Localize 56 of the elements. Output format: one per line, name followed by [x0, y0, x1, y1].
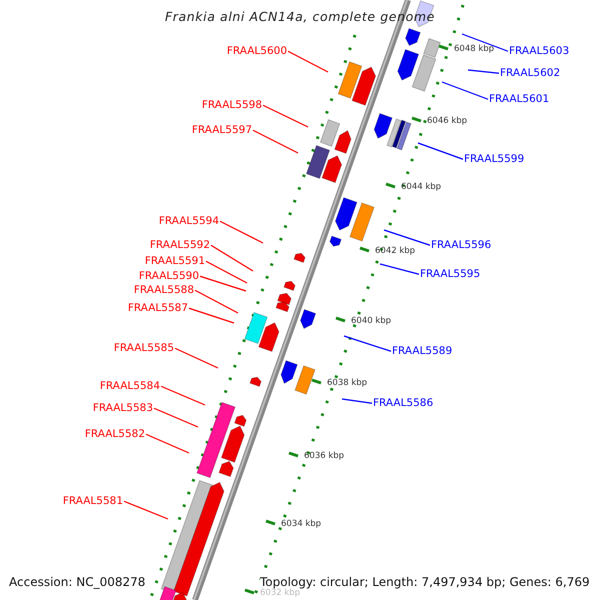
gene-label: FRAAL5591: [144, 256, 205, 266]
leader-line: [146, 434, 190, 454]
leader-line: [206, 260, 248, 284]
gene-label: FRAAL5600: [226, 46, 287, 56]
leader-line: [194, 290, 238, 314]
gene-label: FRAAL5588: [134, 285, 194, 296]
gene-label: FRAAL5603: [509, 46, 570, 56]
scale-label: 6036 kbp: [304, 452, 344, 460]
leader-line: [342, 398, 372, 404]
gene-label: FRAAL5592: [150, 240, 210, 250]
leader-line: [384, 229, 430, 246]
gene-label: FRAAL5590: [138, 271, 199, 282]
leader-line: [252, 130, 298, 154]
leader-line: [418, 142, 464, 160]
gene-label: FRAAL5584: [100, 381, 160, 392]
leader-line: [462, 33, 508, 52]
leader-line: [124, 500, 168, 520]
gene-label: FRAAL5582: [84, 429, 145, 440]
gene-label: FRAAL5585: [114, 343, 174, 354]
leader-line: [288, 50, 328, 73]
leader-line: [442, 81, 488, 100]
scale-label: 6042 kbp: [375, 247, 416, 256]
gene-label: FRAAL5602: [500, 68, 560, 78]
gene-label: FRAAL5581: [62, 496, 123, 506]
info-text: Topology: circular; Length: 7,497,934 bp; Genes: 6,769: [260, 576, 590, 588]
scale-label: 6048 kbp: [454, 45, 494, 54]
leader-line: [380, 263, 420, 275]
gene-label: FRAAL5587: [128, 303, 188, 314]
leader-line: [200, 276, 246, 292]
leader-line: [262, 104, 308, 128]
leader-line: [220, 220, 264, 244]
scale-label: 6040 kbp: [351, 317, 392, 326]
gene-label: FRAAL5597: [192, 125, 252, 136]
scale-label: 6034 kbp: [281, 520, 322, 528]
leader-line: [344, 335, 392, 352]
info-text: Accession: NC_008278: [9, 576, 146, 588]
leader-line: [188, 308, 234, 324]
scale-label: 6046 kbp: [427, 117, 468, 126]
leader-line: [174, 348, 218, 369]
leader-line: [160, 386, 206, 406]
gene-label: FRAAL5594: [158, 216, 219, 226]
gene-label: FRAAL5583: [92, 403, 153, 414]
leader-line: [210, 244, 254, 272]
scale-label: 6044 kbp: [401, 183, 442, 192]
gene-label: FRAAL5598: [202, 100, 262, 110]
leader-line: [468, 69, 500, 74]
diagram-title: Frankia alni ACN14a, complete genome: [165, 11, 435, 24]
gene-label: FRAAL5589: [392, 346, 452, 356]
scale-label: 6032 kbp: [260, 589, 300, 598]
leader-line: [154, 408, 198, 428]
gene-label: FRAAL5599: [464, 154, 524, 164]
gene-label: FRAAL5601: [489, 94, 550, 104]
gene-label: FRAAL5586: [373, 398, 434, 408]
scale-label: 6038 kbp: [327, 379, 368, 388]
gene-label: FRAAL5596: [431, 240, 492, 250]
gene-label: FRAAL5595: [420, 269, 480, 280]
